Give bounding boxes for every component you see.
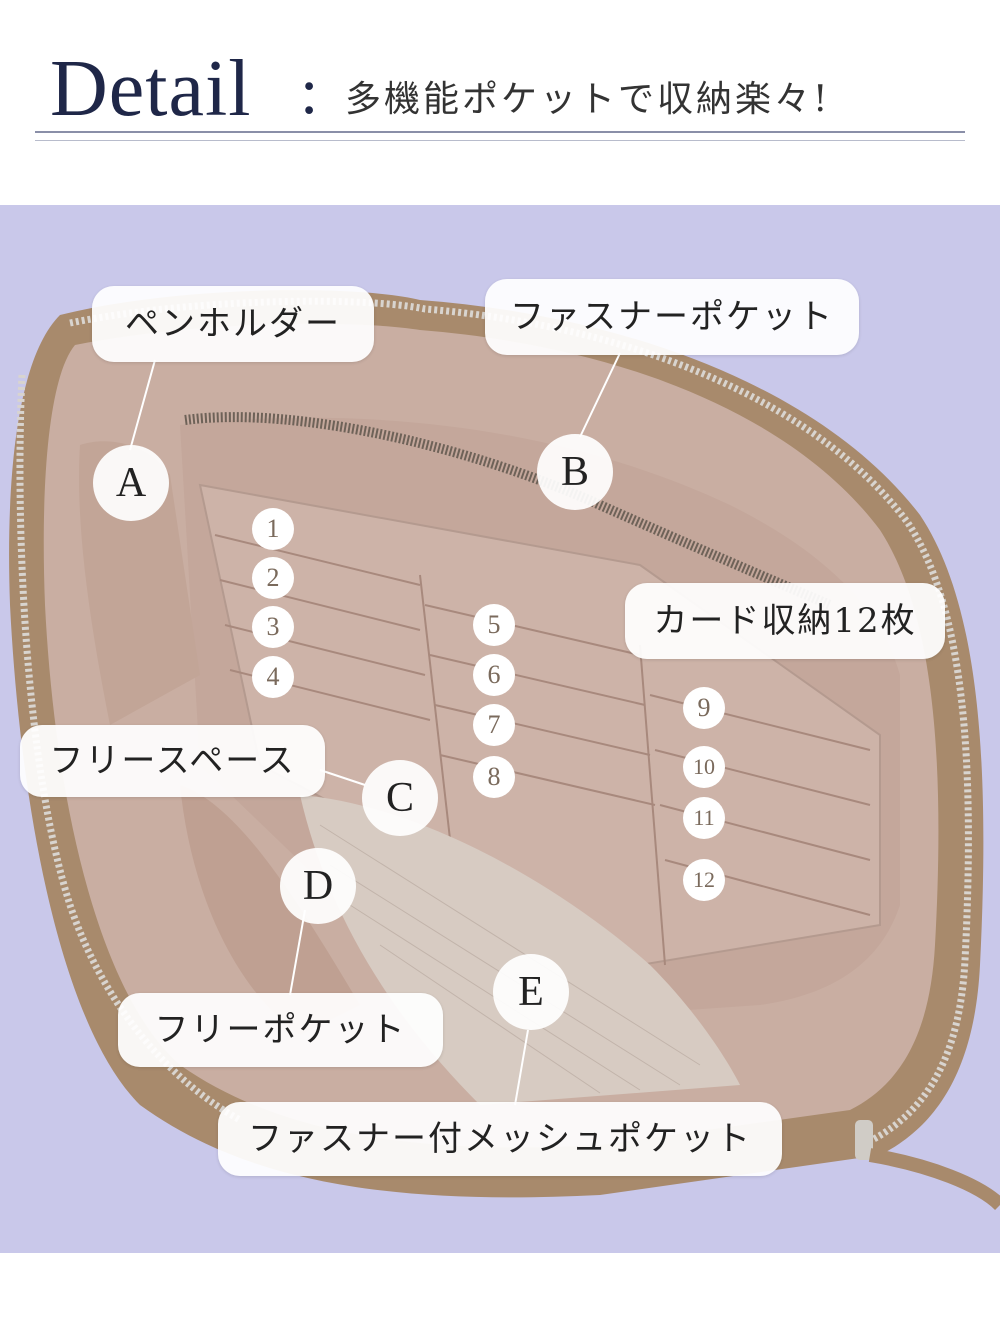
card-number-12: 12: [683, 859, 725, 901]
card-number-2: 2: [252, 557, 294, 599]
label-free-space: フリースペース: [20, 725, 325, 797]
card-number-9: 9: [683, 687, 725, 729]
label-card-storage: カード収納12枚: [625, 583, 945, 659]
free-pocket: [180, 785, 360, 1035]
header: Detail : 多機能ポケットで収納楽々!: [0, 0, 1000, 205]
card-number-1: 1: [252, 508, 294, 550]
page-title: Detail: [50, 45, 252, 133]
label-zip-mesh-pocket: ファスナー付メッシュポケット: [218, 1102, 782, 1176]
zipper-pull: [855, 1120, 873, 1160]
marker-a: A: [93, 445, 169, 521]
card-number-11: 11: [683, 797, 725, 839]
label-zipper-pocket: ファスナーポケット: [485, 279, 859, 355]
marker-d: D: [280, 848, 356, 924]
callout-lines: [129, 352, 621, 1106]
card-number-4: 4: [252, 656, 294, 698]
card-number-7: 7: [473, 704, 515, 746]
marker-c: C: [362, 760, 438, 836]
card-number-3: 3: [252, 606, 294, 648]
footer-space: [0, 1253, 1000, 1333]
card-number-10: 10: [683, 746, 725, 788]
mesh-pocket: [300, 795, 740, 1105]
product-photo-area: ペンホルダー ファスナーポケット カード収納12枚 フリースペース フリーポケッ…: [0, 205, 1000, 1253]
marker-e: E: [493, 954, 569, 1030]
label-pen-holder: ペンホルダー: [92, 286, 374, 362]
zipper-pocket-line: [184, 412, 832, 610]
card-number-6: 6: [473, 654, 515, 696]
label-free-pocket: フリーポケット: [118, 993, 443, 1067]
title-colon: :: [300, 55, 319, 128]
card-number-8: 8: [473, 756, 515, 798]
zipper-edge: [69, 297, 972, 1144]
card-number-5: 5: [473, 604, 515, 646]
title-divider-thin: [35, 140, 965, 141]
title-divider: [35, 131, 965, 133]
marker-b: B: [537, 434, 613, 510]
page-subtitle: 多機能ポケットで収納楽々!: [345, 79, 831, 120]
